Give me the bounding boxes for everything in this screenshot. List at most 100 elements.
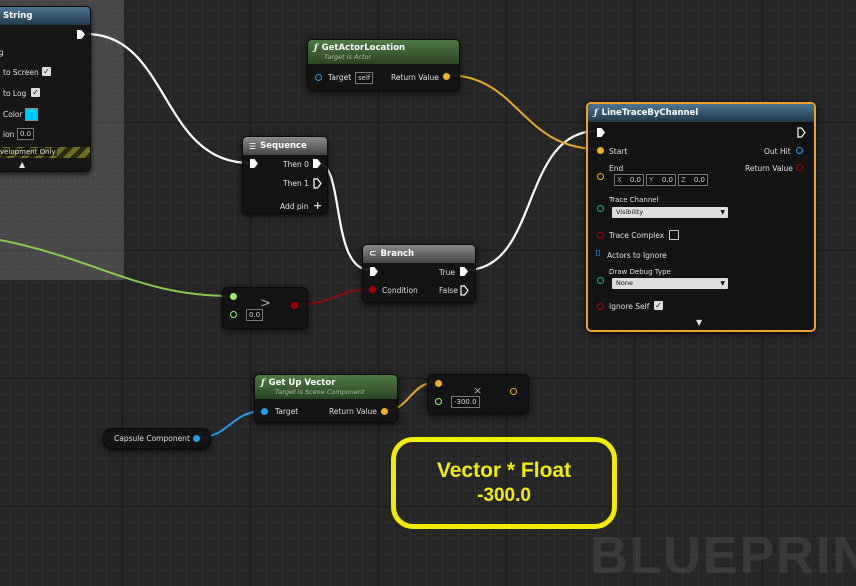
print-string-node[interactable]: String ring to Screen ✓ to Log ✓ Color i… <box>0 6 91 172</box>
sequence-header[interactable]: ☰Sequence <box>243 137 327 155</box>
trace-channel-label: Trace Channel <box>609 196 659 204</box>
true-pin[interactable] <box>460 267 468 276</box>
trace-channel-dropdown[interactable]: Visibility ▼ <box>612 207 728 218</box>
draw-debug-pin[interactable] <box>597 277 604 284</box>
chevron-down-icon: ▼ <box>720 280 725 287</box>
end-z-value: 0.0 <box>693 176 705 184</box>
trace-complex-checkbox[interactable] <box>669 230 679 240</box>
print-to-log-checkbox[interactable]: ✓ <box>31 88 40 97</box>
development-only-banner: velopment Only <box>0 147 90 158</box>
sequence-title: Sequence <box>260 141 307 151</box>
then0-pin[interactable] <box>313 159 321 168</box>
then1-label: Then 1 <box>283 179 309 188</box>
multiply-icon: × <box>473 384 483 397</box>
condition-label: Condition <box>382 286 418 295</box>
ignore-self-pin[interactable] <box>597 303 604 310</box>
grid-icon: ⁞⁞ <box>595 249 601 259</box>
draw-debug-value: None <box>616 279 633 287</box>
duration-field[interactable]: 0.0 <box>17 128 35 140</box>
watermark: BLUEPRINT <box>590 527 856 585</box>
bool-output-pin[interactable] <box>291 302 298 309</box>
end-y-value: 0.0 <box>661 176 673 184</box>
capsule-output-pin[interactable] <box>193 435 200 442</box>
float-input-b-field[interactable]: 0.0 <box>246 309 264 321</box>
print-string-header[interactable]: String <box>0 7 90 25</box>
callout-line2: -300.0 <box>477 485 531 506</box>
end-y-field[interactable]: Y 0.0 <box>646 174 676 186</box>
float-input-a-pin[interactable] <box>230 293 237 300</box>
vector-multiply-node[interactable]: × -300.0 <box>427 374 529 414</box>
trace-exec-out-pin[interactable] <box>797 127 806 138</box>
function-icon: ƒ <box>594 108 598 118</box>
false-pin[interactable] <box>460 285 469 296</box>
chevron-down-icon: ▼ <box>720 209 725 216</box>
end-x-field[interactable]: X 0.0 <box>614 174 644 186</box>
draw-debug-label: Draw Debug Type <box>609 268 671 276</box>
then0-label: Then 0 <box>283 160 309 169</box>
trace-complex-label: Trace Complex <box>609 231 665 240</box>
triangle-down-icon[interactable]: ▼ <box>696 318 703 327</box>
capsule-component-node[interactable]: Capsule Component <box>103 428 211 449</box>
target-pin[interactable] <box>261 408 268 415</box>
end-pin[interactable] <box>597 173 604 180</box>
end-x-value: 0.0 <box>629 176 641 184</box>
branch-icon: ⊂ <box>369 249 377 259</box>
wire-vector-location-to-start[interactable] <box>445 74 600 150</box>
float-input-pin[interactable] <box>435 398 442 405</box>
end-label: End <box>609 164 624 173</box>
wire-exec-branch-to-trace[interactable] <box>465 129 598 272</box>
target-label: Target <box>275 407 299 416</box>
trace-channel-pin[interactable] <box>597 205 604 212</box>
print-to-screen-checkbox[interactable]: ✓ <box>42 67 51 76</box>
return-value-pin[interactable] <box>796 164 803 171</box>
print-to-screen-label: to Screen <box>3 68 39 77</box>
get-up-vector-title: Get Up Vector <box>268 378 336 388</box>
draw-debug-dropdown[interactable]: None ▼ <box>612 278 728 289</box>
ignore-self-checkbox[interactable]: ✓ <box>654 301 663 310</box>
callout-annotation: Vector * Float -300.0 <box>391 437 617 529</box>
trace-exec-in-pin[interactable] <box>597 128 605 137</box>
multiply-float-field[interactable]: -300.0 <box>451 396 480 408</box>
then1-pin[interactable] <box>313 178 322 189</box>
return-value-pin[interactable] <box>443 73 450 80</box>
print-string-title: String <box>3 11 33 21</box>
return-value-pin[interactable] <box>381 408 388 415</box>
target-label: Target <box>328 73 352 82</box>
trace-complex-pin[interactable] <box>597 232 604 239</box>
condition-pin[interactable] <box>369 286 376 293</box>
float-compare-node[interactable]: 0.0 > <box>222 287 308 329</box>
start-pin[interactable] <box>597 147 604 154</box>
return-value-label: Return Value <box>391 73 439 82</box>
branch-header[interactable]: ⊂Branch <box>363 245 475 263</box>
target-pin[interactable] <box>315 74 322 81</box>
vector-output-pin[interactable] <box>510 388 517 395</box>
true-label: True <box>439 268 455 277</box>
vector-input-pin[interactable] <box>435 380 442 387</box>
add-pin-label[interactable]: Add pin <box>280 202 309 211</box>
target-self-field[interactable]: self <box>355 72 374 84</box>
plus-icon[interactable]: + <box>313 199 323 212</box>
branch-exec-in-pin[interactable] <box>370 267 378 276</box>
callout-line1: Vector * Float <box>436 459 572 482</box>
exec-out-pin[interactable] <box>77 30 85 39</box>
sequence-node[interactable]: ☰Sequence Then 0 Then 1 Add pin + <box>242 136 328 214</box>
end-y-label: Y <box>649 176 654 184</box>
print-string-row-label: ring <box>0 48 4 57</box>
float-input-b-pin[interactable] <box>230 311 237 318</box>
out-hit-pin[interactable] <box>796 147 803 154</box>
development-only-label: velopment Only <box>0 148 57 156</box>
end-z-field[interactable]: Z 0.0 <box>678 174 708 186</box>
end-z-label: Z <box>681 176 686 184</box>
trace-channel-value: Visibility <box>616 208 644 216</box>
branch-node[interactable]: ⊂Branch True Condition False <box>362 244 476 303</box>
text-color-swatch[interactable] <box>25 108 38 121</box>
triangle-up-icon[interactable]: ▲ <box>19 160 26 169</box>
sequence-exec-in-pin[interactable] <box>250 159 258 168</box>
capsule-component-label: Capsule Component <box>114 434 190 443</box>
